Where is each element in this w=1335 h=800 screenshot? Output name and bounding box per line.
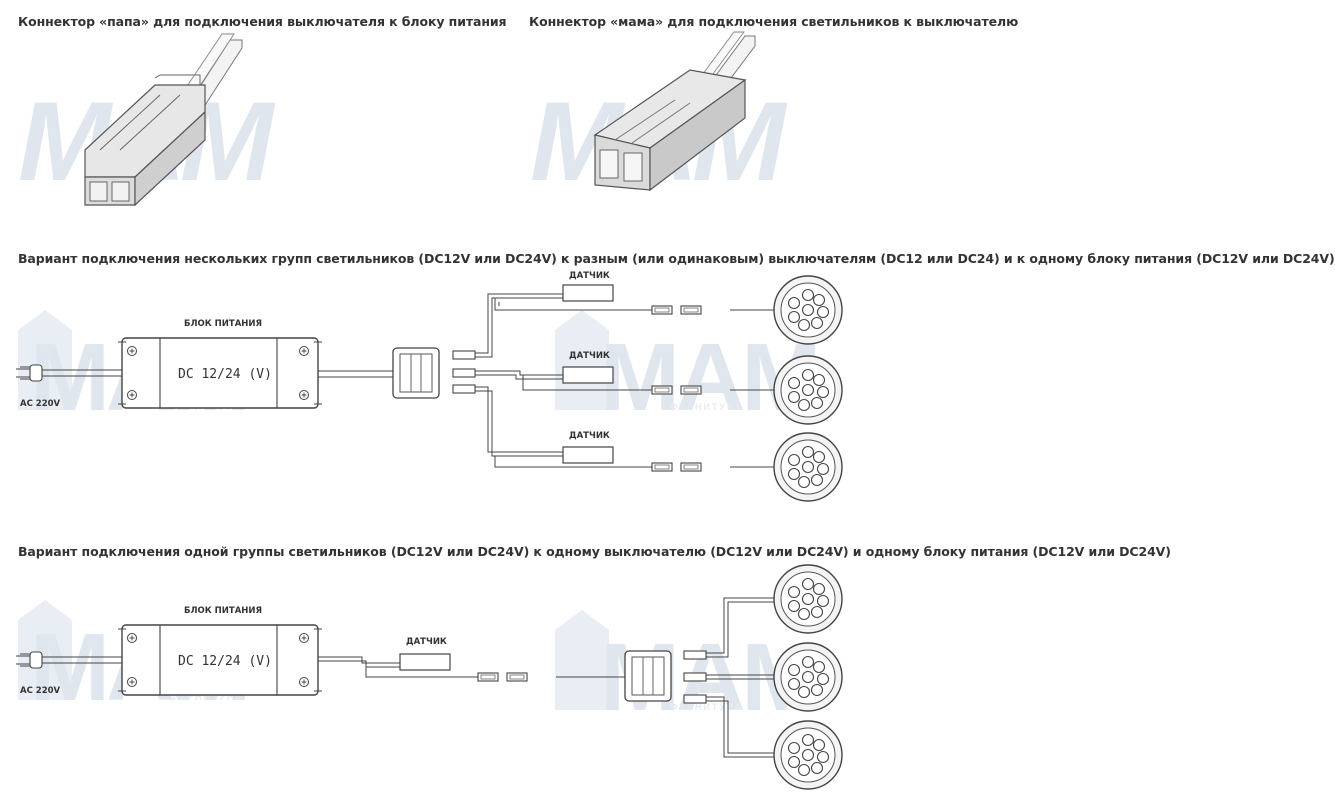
- svg-text:ФУРНИТУРА: ФУРНИТУРА: [170, 692, 243, 702]
- single-group-scheme-title: Вариант подключения одной группы светиль…: [18, 544, 1171, 559]
- power-supply-label: БЛОК ПИТАНИЯ: [184, 606, 262, 616]
- distributor-icon: [392, 347, 440, 399]
- luminaire-icon: [773, 275, 843, 345]
- luminaire-icon: [773, 720, 843, 790]
- luminaire-icon: [773, 564, 843, 634]
- sensor-label: ДАТЧИК: [569, 431, 610, 441]
- distributor-icon: [624, 650, 672, 702]
- svg-text:ФУРНИТУРА: ФУРНИТУРА: [670, 402, 743, 412]
- mains-label: AC 220V: [20, 686, 61, 696]
- luminaire-icon: [773, 355, 843, 425]
- wiring-diagrams: МАМ МАМ МАМ ФУРНИТУРА МАМ ФУРНИТУРА МАМ …: [15, 31, 843, 790]
- scheme-single: AC 220V БЛОК ПИТАНИЯ DC 12/24 (V) ДАТЧИК: [15, 564, 843, 790]
- sensor-label: ДАТЧИК: [569, 351, 610, 361]
- power-supply-value: DC 12/24 (V): [178, 367, 272, 382]
- power-supply-label: БЛОК ПИТАНИЯ: [184, 319, 262, 329]
- sensor-icon: [562, 446, 614, 464]
- female-connector-title: Коннектор «мама» для подключения светиль…: [529, 14, 1019, 29]
- female-connector-illustration: [593, 31, 756, 192]
- svg-text:ФУРНИТУРА: ФУРНИТУРА: [670, 702, 743, 712]
- watermark-single-right: МАМ ФУРНИТУРА: [555, 610, 821, 731]
- male-connector-illustration: [84, 33, 243, 207]
- scheme-multi: AC 220V БЛОК ПИТАНИЯ DC 12/24 (V) ДАТЧИК: [15, 271, 843, 502]
- luminaire-icon: [773, 642, 843, 712]
- multi-group-scheme-title: Вариант подключения нескольких групп све…: [18, 251, 1335, 266]
- power-supply-value: DC 12/24 (V): [178, 654, 272, 669]
- sensor-label: ДАТЧИК: [569, 271, 610, 281]
- mains-label: AC 220V: [20, 399, 61, 409]
- sensor-icon: [562, 366, 614, 384]
- sensor-label: ДАТЧИК: [406, 637, 447, 647]
- male-connector-title: Коннектор «папа» для подключения выключа…: [18, 14, 507, 29]
- sensor-icon: [562, 284, 614, 302]
- luminaire-icon: [773, 432, 843, 502]
- sensor-icon: [399, 653, 451, 671]
